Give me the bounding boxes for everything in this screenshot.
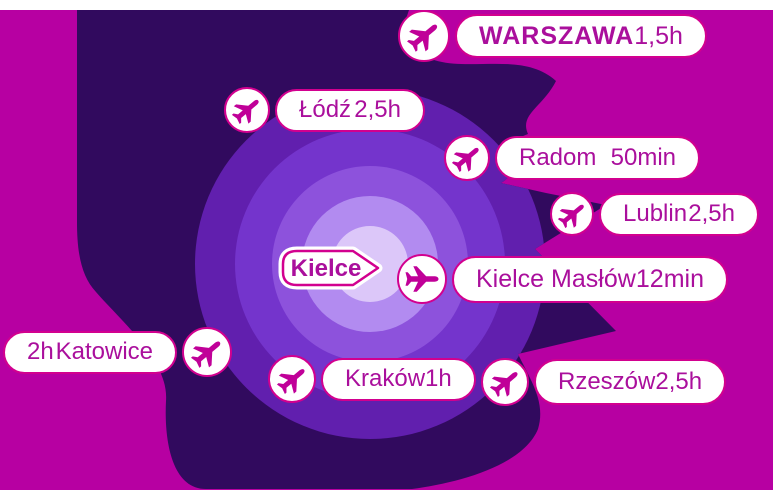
time-label: 1,5h <box>634 21 683 50</box>
kielce-badge: Kielce <box>278 246 383 290</box>
city-label: WARSZAWA <box>479 21 635 50</box>
plane-icon <box>398 10 450 62</box>
destination-warszawa: WARSZAWA 1,5h <box>398 10 707 62</box>
plane-icon <box>444 135 490 181</box>
time-label: 2,5h <box>655 368 703 395</box>
destination-lodz: Łódź 2,5h <box>224 87 425 133</box>
kielce-badge-outline <box>281 249 380 287</box>
destination-lublin: Lublin 2,5h <box>550 192 759 236</box>
plane-icon <box>268 355 316 403</box>
kielce-label: Kielce <box>291 255 362 282</box>
time-label: 12min <box>635 264 704 293</box>
city-label: Radom <box>519 144 597 171</box>
destination-katowice: 2h Katowice <box>3 327 232 377</box>
destination-rzeszow: Rzeszów 2,5h <box>481 358 727 406</box>
destination-kielce-maslow: Kielce Masłów 12min <box>397 254 728 304</box>
city-label: Kraków <box>345 365 426 392</box>
city-label: Łódź <box>299 96 352 123</box>
city-label: Katowice <box>55 338 153 365</box>
plane-icon <box>397 254 447 304</box>
city-label: Lublin <box>623 200 688 227</box>
plane-icon <box>481 358 529 406</box>
time-label: 50min <box>610 144 676 171</box>
time-label: 2,5h <box>354 96 401 123</box>
city-label: Kielce Masłów <box>476 264 636 293</box>
time-label: 1h <box>425 365 452 392</box>
plane-icon <box>224 87 270 133</box>
destination-krakow: Kraków 1h <box>268 355 476 403</box>
time-label: 2h <box>27 338 54 365</box>
time-label: 2,5h <box>688 200 735 227</box>
plane-icon <box>550 192 594 236</box>
city-label: Rzeszów <box>558 368 656 395</box>
destination-radom: Radom 50min <box>444 135 700 181</box>
plane-icon <box>182 327 232 377</box>
